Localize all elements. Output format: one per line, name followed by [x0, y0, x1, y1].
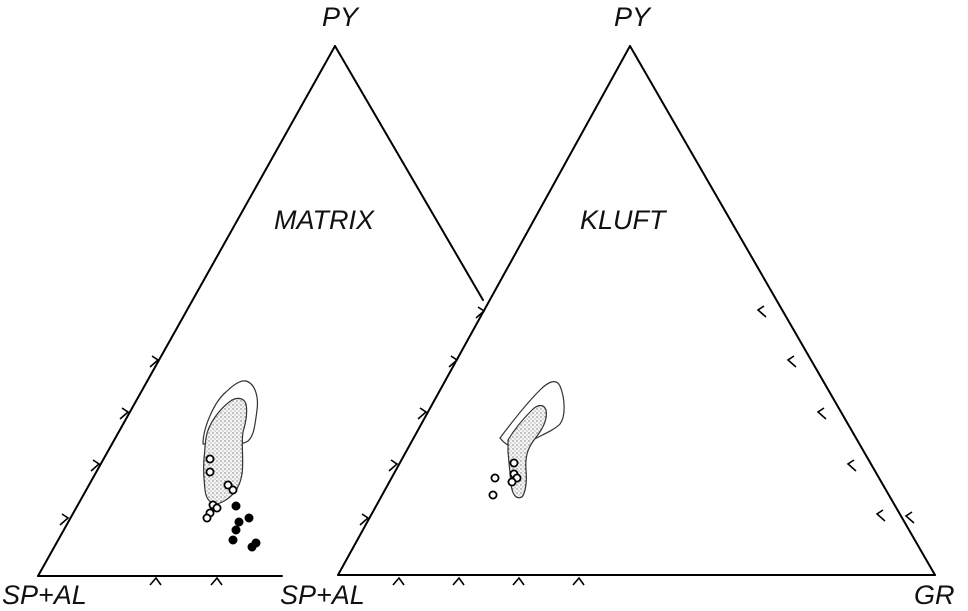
kluft-open-point — [490, 473, 500, 483]
kluft-diagram: KLUFT PY SP+AL GR — [280, 2, 955, 610]
matrix-left-ticks — [59, 355, 160, 526]
matrix-open-point — [205, 467, 215, 477]
kluft-title: KLUFT — [580, 205, 668, 235]
matrix-open-point — [205, 454, 215, 464]
matrix-open-point — [223, 480, 233, 490]
kluft-open-points — [488, 458, 522, 500]
matrix-left-label: SP+AL — [2, 580, 87, 610]
kluft-right-edge — [629, 45, 936, 576]
kluft-right-label: GR — [914, 580, 955, 610]
kluft-open-point — [507, 477, 517, 487]
kluft-apex-label: PY — [614, 2, 652, 32]
matrix-left-edge — [37, 45, 336, 577]
matrix-field-inner — [202, 397, 248, 505]
matrix-apex-label: PY — [322, 2, 360, 32]
matrix-filled-point — [247, 542, 257, 552]
matrix-filled-point — [231, 501, 241, 511]
matrix-base-ticks — [149, 576, 223, 586]
matrix-right-edge — [334, 45, 484, 301]
matrix-open-point — [202, 513, 212, 523]
matrix-filled-point — [231, 525, 241, 535]
kluft-open-point — [488, 490, 498, 500]
matrix-diagram: MATRIX PY SP+AL — [2, 2, 484, 610]
matrix-filled-points — [228, 501, 261, 552]
matrix-open-points — [202, 454, 238, 523]
matrix-title: MATRIX — [274, 205, 375, 235]
matrix-open-point — [228, 485, 238, 495]
matrix-filled-point — [244, 513, 254, 523]
kluft-left-ticks — [359, 306, 486, 526]
kluft-open-point — [509, 458, 519, 468]
matrix-field — [202, 380, 259, 505]
matrix-open-point — [212, 503, 222, 513]
kluft-right-ticks — [756, 305, 915, 524]
matrix-filled-point — [228, 535, 238, 545]
kluft-base-ticks — [392, 576, 585, 586]
kluft-left-label: SP+AL — [280, 580, 365, 610]
matrix-filled-point — [234, 517, 244, 527]
